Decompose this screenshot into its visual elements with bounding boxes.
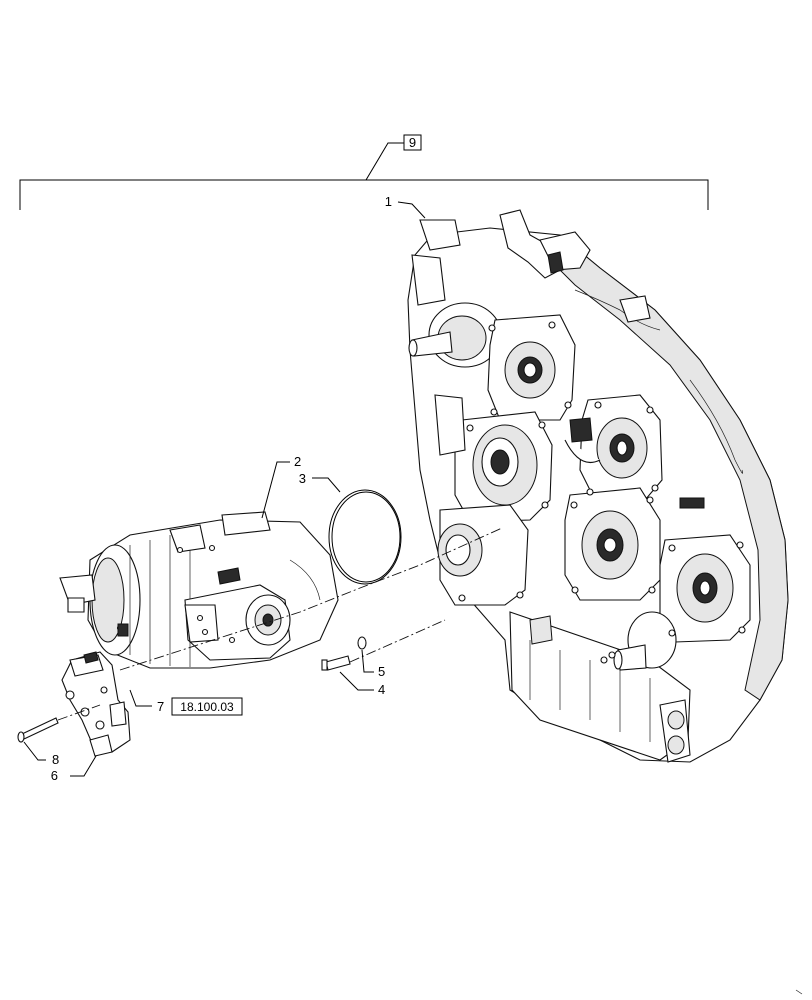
svg-text:6: 6: [51, 768, 58, 783]
o-ring: [328, 489, 402, 585]
long-bolt: [17, 717, 59, 743]
svg-text:8: 8: [52, 752, 59, 767]
callout-3[interactable]: 3: [299, 471, 341, 493]
callout-7[interactable]: 7 18.100.03: [129, 689, 243, 716]
svg-text:5: 5: [378, 664, 385, 679]
group-bracket: 9: [19, 134, 709, 210]
hydraulic-motor: [59, 511, 339, 669]
assembly-axis-main: [119, 527, 503, 671]
group-ref-box[interactable]: [403, 134, 422, 151]
washer: [357, 636, 367, 650]
bolt: [321, 655, 351, 671]
svg-text:4: 4: [378, 682, 385, 697]
assembly-axis-washer: [57, 704, 101, 721]
transmission-housing: [407, 209, 789, 763]
reference-box[interactable]: [171, 697, 243, 716]
callout-2[interactable]: 2: [261, 454, 301, 519]
callout-6[interactable]: 6: [51, 755, 97, 783]
corner-mark: [795, 989, 803, 995]
group-ref-label: 9: [409, 135, 416, 150]
svg-text:3: 3: [299, 471, 306, 486]
callout-1[interactable]: 1: [385, 194, 426, 219]
svg-text:2: 2: [294, 454, 301, 469]
callout-8[interactable]: 8: [23, 741, 59, 767]
callout-5[interactable]: 5: [361, 649, 385, 679]
callout-4[interactable]: 4: [339, 671, 385, 697]
reference-box-label: 18.100.03: [180, 700, 234, 714]
svg-text:7: 7: [157, 699, 164, 714]
svg-text:1: 1: [385, 194, 392, 209]
valve-block: [61, 651, 131, 757]
assembly-axis-bolt: [349, 619, 446, 663]
o-ring-inner: [331, 491, 401, 583]
